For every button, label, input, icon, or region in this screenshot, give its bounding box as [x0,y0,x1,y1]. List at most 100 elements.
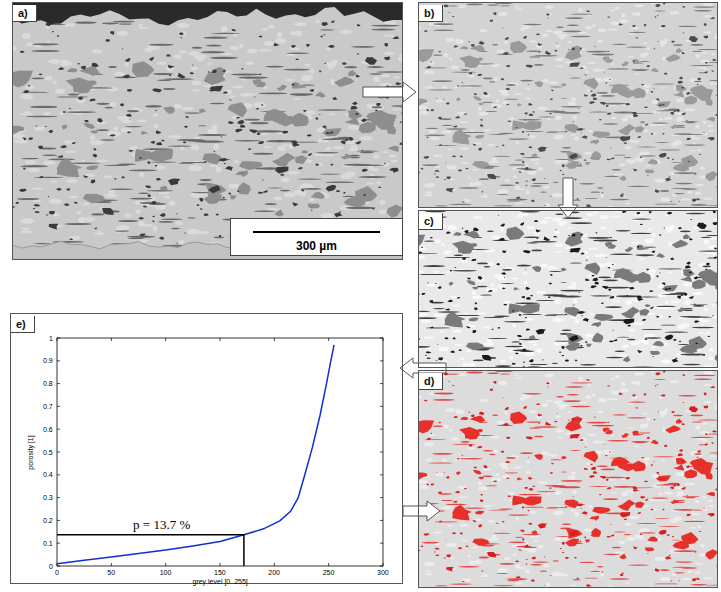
splat-speck [383,34,395,37]
splat-speck [625,146,632,149]
splat-boundary [654,10,666,12]
splat-speck [513,175,517,178]
splat-boundary [655,142,670,144]
splat-speck [703,15,712,17]
pore [526,185,528,186]
oxide-patch [680,275,692,282]
pore [493,106,498,108]
splat-speck [695,192,701,195]
splat-speck [546,30,553,32]
splat-speck [595,254,604,257]
splat-speck [448,148,453,150]
oxide-patch [706,117,715,122]
oxide-patch [132,61,154,77]
splat-boundary [127,110,139,112]
splat-speck [634,73,640,75]
splat-boundary [518,339,540,340]
splat-speck [588,274,592,277]
pore [555,50,558,52]
splat-speck [83,203,90,206]
splat-boundary [391,105,403,106]
splat-speck [587,90,590,93]
pore [426,109,429,111]
pore [322,126,326,128]
pore [52,31,54,32]
splat-speck [581,251,588,255]
pore [229,99,232,100]
splat-speck [515,93,522,95]
splat-speck [701,132,708,135]
splat-speck [622,345,629,348]
splat-boundary [158,221,174,223]
splat-speck [535,162,540,164]
pore [655,189,660,193]
oxide-patch [534,81,543,87]
pore [652,250,656,253]
splat-speck [379,200,385,205]
splat-boundary [211,33,240,34]
pore [637,350,642,353]
pore [145,236,147,237]
pore [462,201,465,202]
splat-speck [472,296,483,300]
oxide-patch [591,322,601,328]
splat-speck [232,86,244,89]
splat-speck [221,26,228,32]
splat-speck [394,76,400,79]
splat-boundary [127,236,155,238]
splat-speck [425,194,433,196]
splat-boundary [645,337,662,338]
pore [536,34,540,36]
pore [329,132,333,134]
splat-boundary [603,103,627,105]
splat-speck [164,196,170,199]
splat-speck [152,226,157,232]
splat-speck [208,129,218,135]
splat-speck [467,75,474,78]
splat-speck [585,333,593,337]
splat-boundary [556,27,564,29]
pore [365,57,377,65]
pore [481,191,483,192]
pore [524,113,528,115]
splat-speck [429,23,434,26]
splat-boundary [110,189,134,190]
splat-speck [555,45,561,48]
oxide-patch [472,161,490,168]
pore [506,104,509,106]
splat-boundary [104,165,130,166]
splat-speck [555,116,562,121]
pore [204,161,207,163]
splat-boundary [234,140,261,141]
splat-boundary [487,230,494,232]
pore [81,66,86,70]
splat-speck [538,107,548,110]
pore [481,119,483,121]
splat-boundary [534,64,544,66]
pore [649,211,652,213]
splat-boundary [326,182,355,183]
pore [685,266,691,269]
oxide-patch [606,58,613,62]
splat-boundary [148,203,166,205]
oxide-patch [621,307,641,319]
pore [551,90,554,92]
pore [308,153,313,156]
oxide-patch [650,351,660,355]
splat-boundary [631,69,649,71]
splat-speck [76,99,85,103]
splat-speck [49,199,62,204]
splat-boundary [497,194,508,195]
splat-speck [139,27,149,29]
splat-speck [456,39,461,42]
pore [694,303,696,305]
pore [109,134,116,136]
pore [362,169,369,172]
splat-speck [175,221,183,225]
pore [657,15,659,16]
splat-boundary [97,103,110,105]
pore [656,275,658,277]
pore [703,132,705,133]
pore [78,97,83,100]
pore [610,237,612,238]
